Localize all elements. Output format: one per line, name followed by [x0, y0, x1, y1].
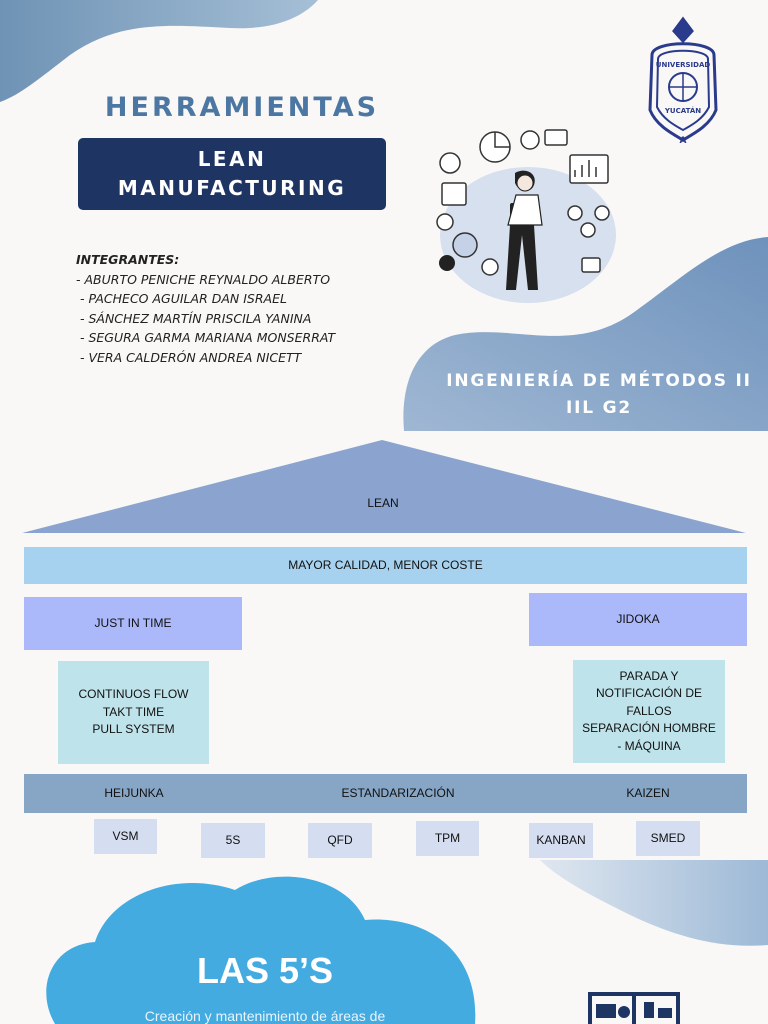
- woman-data-illustration: [436, 129, 616, 303]
- banner-line-1: LEAN: [197, 147, 267, 171]
- right-wave-blob: [403, 237, 768, 431]
- member-item: - PACHECO AGUILAR DAN ISRAEL: [76, 291, 287, 306]
- member-item: - SÁNCHEZ MARTÍN PRISCILA YANINA: [76, 310, 312, 326]
- svg-text:YUCATÁN: YUCATÁN: [664, 106, 701, 115]
- member-item: - VERA CALDERÓN ANDREA NICETT: [76, 349, 302, 365]
- svg-text:A: A: [680, 136, 687, 146]
- base-heijunka: HEIJUNKA: [104, 785, 164, 800]
- tool-tpm: TPM: [416, 821, 479, 856]
- jidoka-detail: SEPARACIÓN HOMBRE: [582, 721, 716, 736]
- roof-label: LEAN: [367, 496, 399, 511]
- jidoka-detail: - MÁQUINA: [617, 738, 681, 753]
- course-name: INGENIERÍA DE MÉTODOS II: [446, 371, 752, 391]
- svg-text:UNIVERSIDAD: UNIVERSIDAD: [656, 61, 711, 69]
- jit-detail: PULL SYSTEM: [92, 722, 175, 737]
- fives-title: LAS 5’S: [196, 950, 334, 991]
- member-item: - ABURTO PENICHE REYNALDO ALBERTO: [76, 271, 331, 287]
- quality-cost-beam: MAYOR CALIDAD, MENOR COSTE: [24, 547, 747, 584]
- bottom-right-blob: [540, 860, 768, 946]
- page-title: HERRAMIENTAS: [104, 92, 380, 123]
- lean-roof: [22, 440, 746, 533]
- jidoka-detail: PARADA Y: [619, 668, 679, 683]
- shelf-icon: [588, 992, 680, 1024]
- base-estandarizacion: ESTANDARIZACIÓN: [341, 785, 455, 800]
- fives-subtitle: Creación y mantenimiento de áreas de: [144, 1008, 386, 1024]
- lean-manufacturing-banner: LEAN MANUFACTURING: [78, 138, 386, 210]
- member-item: - SEGURA GARMA MARIANA MONSERRAT: [76, 330, 336, 345]
- base-kaizen: KAIZEN: [626, 785, 670, 800]
- tool-qfd: QFD: [308, 823, 372, 858]
- tool-vsm: VSM: [94, 819, 157, 854]
- tool-kanban: KANBAN: [529, 823, 593, 858]
- top-left-blob: [0, 0, 318, 102]
- members-heading: INTEGRANTES:: [76, 252, 180, 267]
- tool-smed: SMED: [636, 821, 700, 856]
- tool-5s: 5S: [201, 823, 265, 858]
- course-label: INGENIERÍA DE MÉTODOS II IIL G2: [430, 368, 768, 422]
- banner-line-2: MANUFACTURING: [117, 176, 347, 200]
- university-seal-icon: UNIVERSIDAD YUCATÁN A: [648, 16, 718, 146]
- pillar-jidoka: JIDOKA: [529, 593, 747, 646]
- course-group: IIL G2: [566, 398, 632, 418]
- jit-detail: TAKT TIME: [102, 704, 165, 719]
- pillar-just-in-time: JUST IN TIME: [24, 597, 242, 650]
- members-list: INTEGRANTES: - ABURTO PENICHE REYNALDO A…: [76, 250, 335, 367]
- jidoka-details: PARADA Y NOTIFICACIÓN DE FALLOS SEPARACI…: [573, 660, 725, 763]
- jit-detail: CONTINUOS FLOW: [78, 687, 189, 702]
- jidoka-detail: NOTIFICACIÓN DE: [595, 686, 702, 701]
- jidoka-detail: FALLOS: [626, 703, 672, 718]
- just-in-time-details: CONTINUOS FLOW TAKT TIME PULL SYSTEM: [58, 661, 209, 764]
- foundation-bar: HEIJUNKA ESTANDARIZACIÓN KAIZEN: [24, 774, 747, 813]
- bottom-cloud: [46, 876, 476, 1024]
